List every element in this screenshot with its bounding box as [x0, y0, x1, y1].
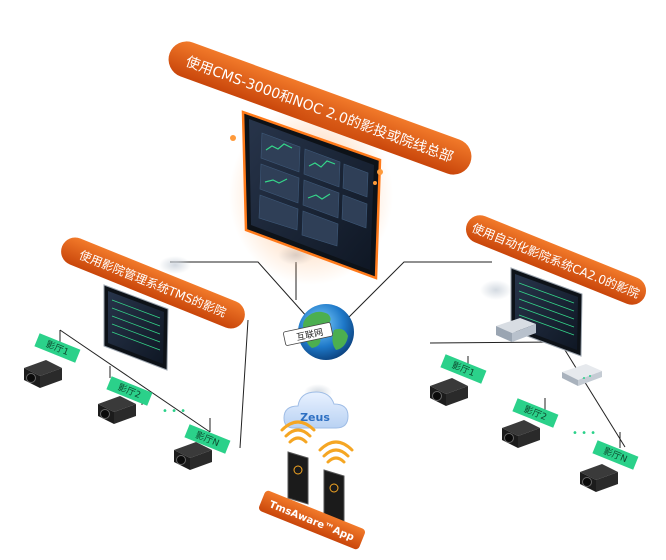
wifi-icon	[280, 420, 316, 444]
node-halo	[480, 280, 512, 300]
hall-tag-right-1: 影厅1	[440, 354, 487, 384]
hq-screen-panels	[258, 132, 369, 247]
internet-globe: 互联网	[283, 304, 354, 360]
tms-screen-rows	[111, 299, 161, 351]
projector-icon	[502, 420, 540, 448]
wifi-icon	[318, 440, 354, 464]
hq-monitor	[229, 105, 393, 285]
projector-icon	[98, 396, 136, 424]
ca-screen-rows	[518, 282, 575, 336]
app-banner: TmsAware™App	[259, 490, 365, 550]
projector-icon	[24, 360, 62, 388]
projector-icon	[430, 378, 468, 406]
node-halo	[159, 256, 191, 274]
zeus-cloud: Zeus	[283, 391, 349, 429]
tms-monitor	[103, 284, 169, 371]
hq-screen-graphs	[264, 143, 336, 200]
projector-icon	[580, 464, 618, 492]
cloud-label: Zeus	[300, 411, 330, 424]
projector-icon	[174, 442, 212, 470]
server-device	[496, 318, 536, 342]
hall-dots: • • •	[162, 406, 186, 417]
hall-tag-left-1: 影厅1	[34, 333, 81, 363]
connection-lines	[59, 261, 626, 449]
phone-device	[287, 451, 309, 505]
hall-dots: • • •	[572, 428, 596, 439]
network-switch-device	[562, 364, 602, 386]
